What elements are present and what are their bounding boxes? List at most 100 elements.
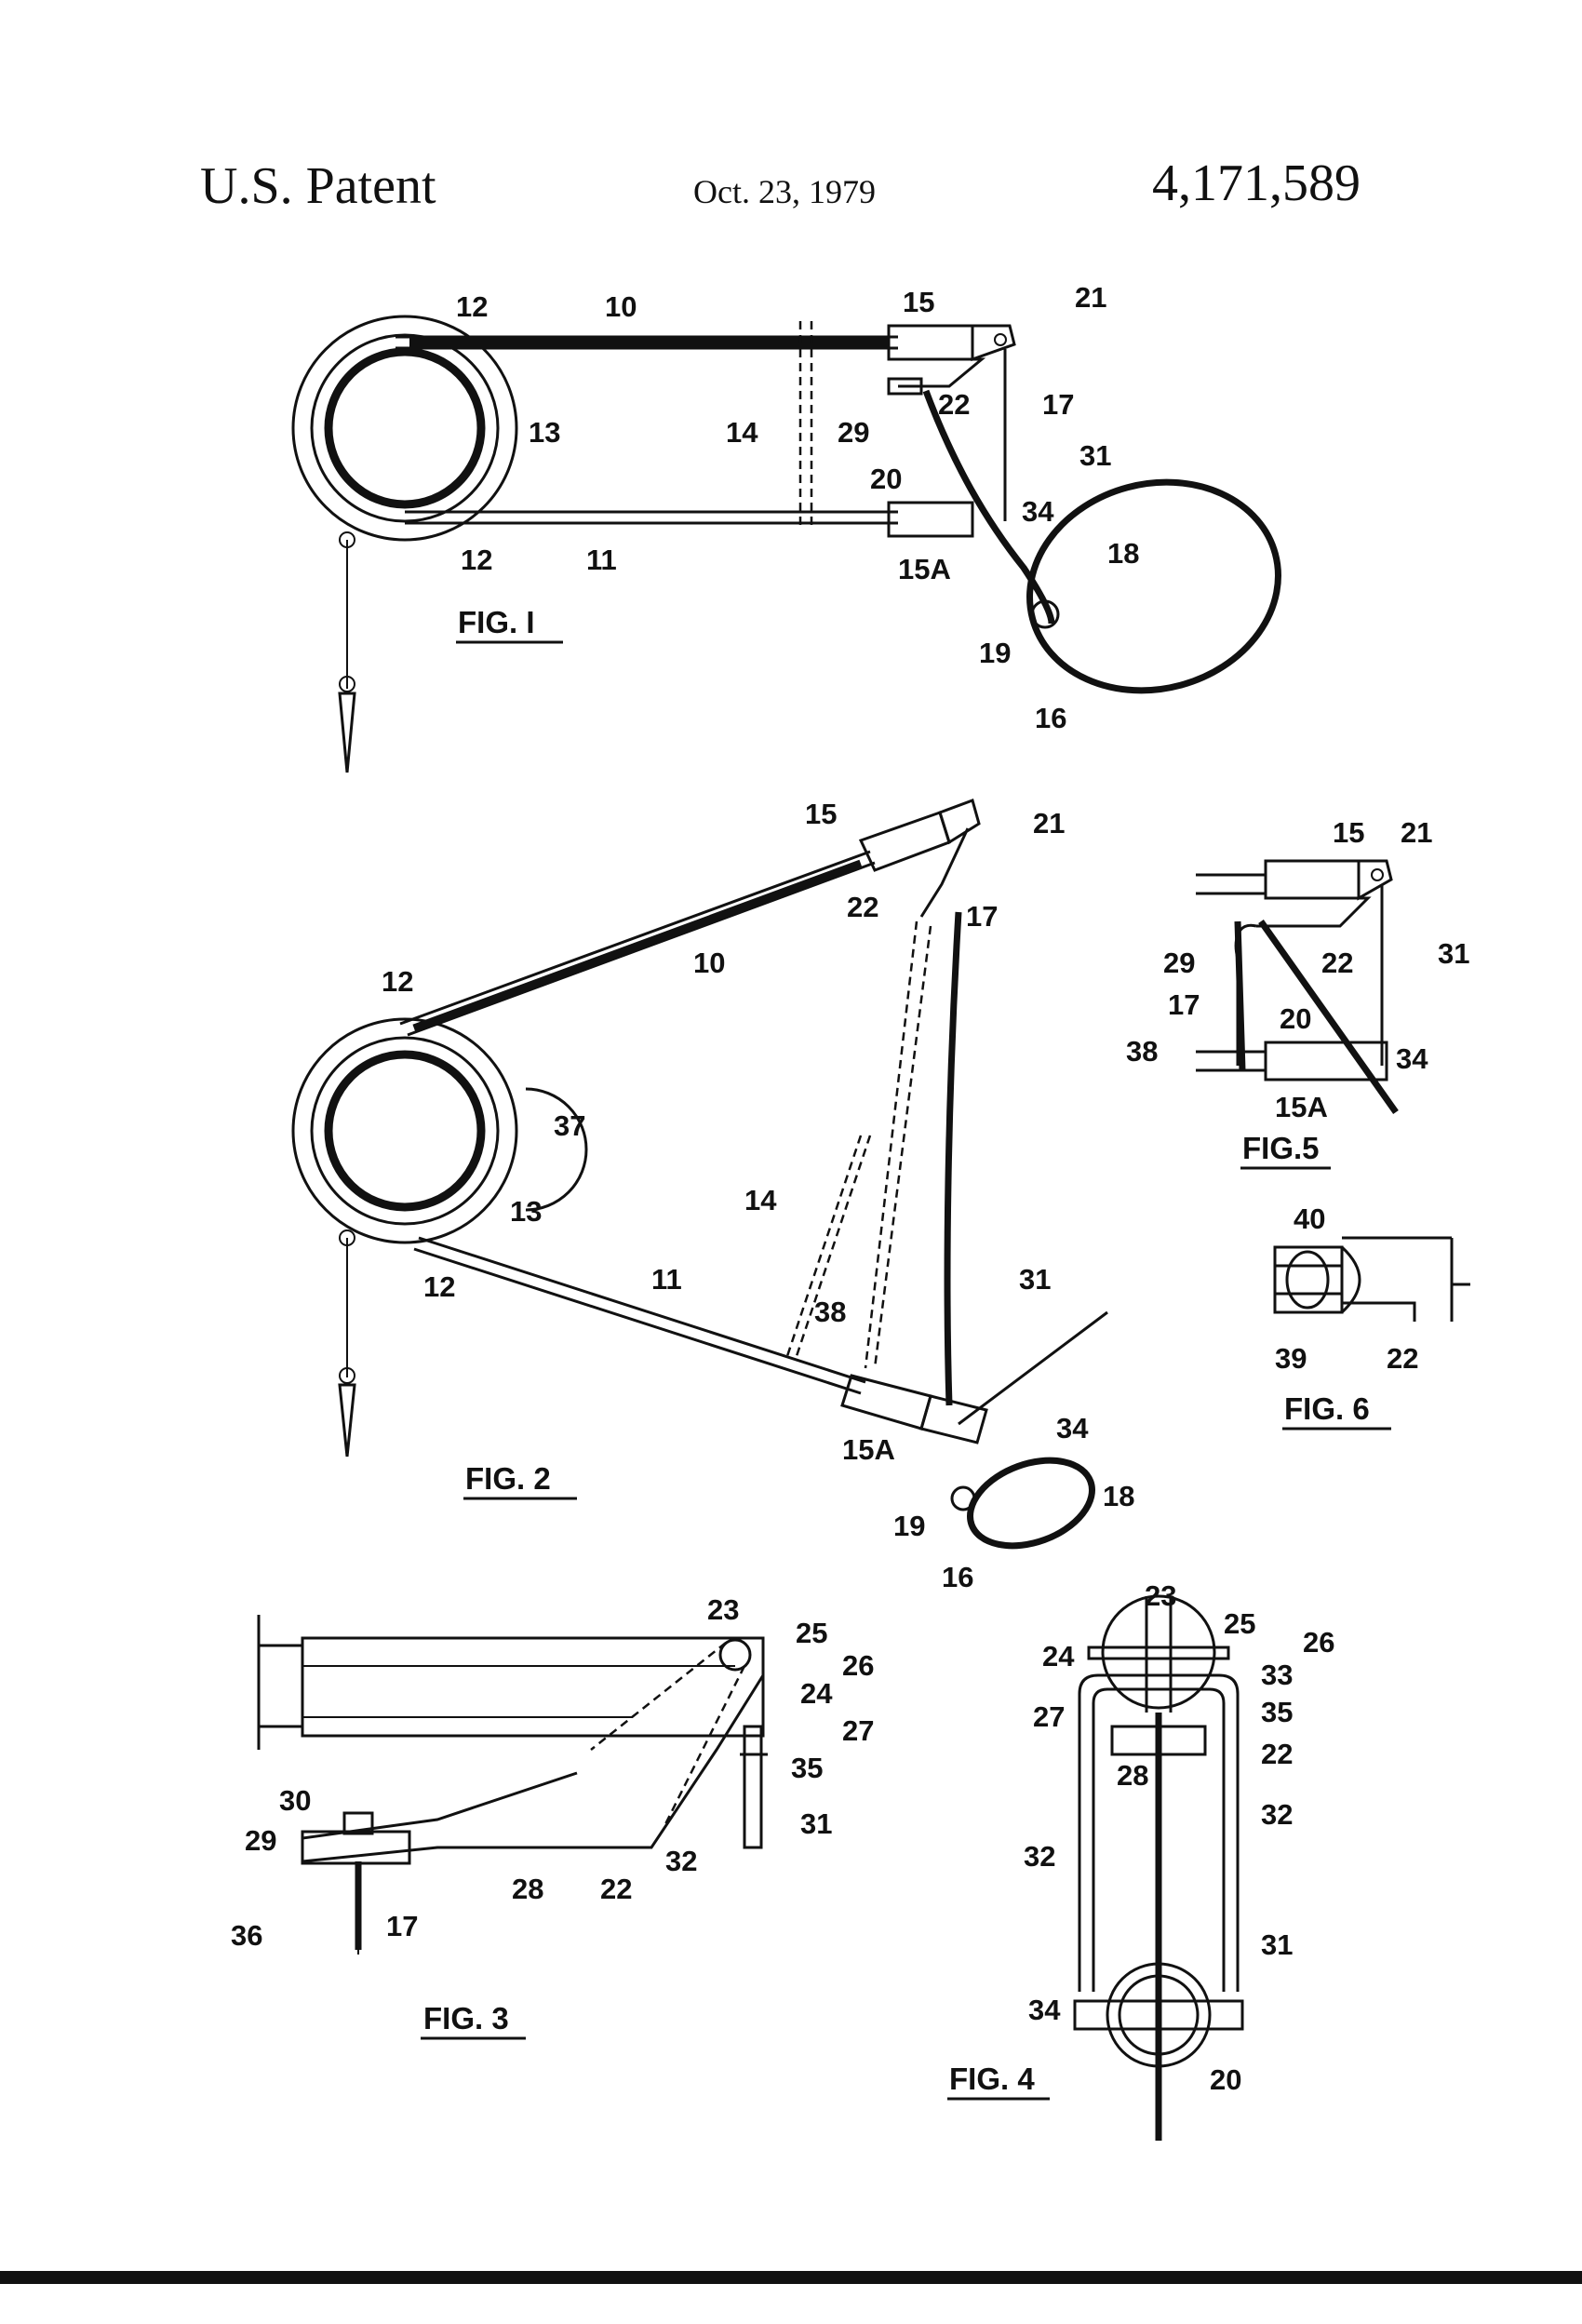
fig2-label-18: 18 xyxy=(1103,1480,1134,1512)
fig3-label-26: 26 xyxy=(842,1649,874,1682)
fig1-label-17: 17 xyxy=(1042,388,1074,421)
fig5-drawing xyxy=(1196,859,1399,1115)
fig4-label-32-right: 32 xyxy=(1261,1798,1293,1831)
fig1-label-12-lower: 12 xyxy=(461,544,492,576)
fig1-label-20: 20 xyxy=(870,463,902,495)
fig5-label-38: 38 xyxy=(1126,1035,1158,1068)
fig1-label-14: 14 xyxy=(726,416,758,449)
figure-4: 23 25 26 24 33 27 35 22 28 32 32 31 34 2… xyxy=(947,1579,1334,2141)
bottom-rule xyxy=(0,2271,1582,2284)
figure-1: 12 10 15 21 13 14 29 22 17 31 20 34 18 1… xyxy=(291,281,1281,773)
fig5-label-34: 34 xyxy=(1396,1042,1428,1075)
fig5-label-29: 29 xyxy=(1163,947,1195,979)
fig5-label-15: 15 xyxy=(1333,816,1364,849)
fig1-label-10: 10 xyxy=(605,290,637,323)
fig5-label-15A: 15A xyxy=(1275,1091,1328,1123)
fig3-label-35: 35 xyxy=(791,1752,823,1784)
fig5-label-31: 31 xyxy=(1438,937,1469,970)
fig3-label-23: 23 xyxy=(707,1593,739,1626)
fig3-label-32: 32 xyxy=(665,1845,697,1877)
fig2-label-16: 16 xyxy=(942,1561,973,1593)
fig1-label-22: 22 xyxy=(938,388,970,421)
fig3-label-24: 24 xyxy=(800,1677,833,1710)
fig1-label-15: 15 xyxy=(903,286,934,318)
fig3-label-25: 25 xyxy=(796,1617,827,1649)
fig2-caption: FIG. 2 xyxy=(465,1461,551,1496)
fig2-label-15: 15 xyxy=(805,798,837,830)
fig2-label-21: 21 xyxy=(1033,807,1065,840)
patent-title: U.S. Patent xyxy=(200,157,436,215)
fig1-label-18: 18 xyxy=(1107,537,1139,570)
fig3-label-31: 31 xyxy=(800,1807,832,1840)
fig1-label-12: 12 xyxy=(456,290,488,323)
fig5-label-22: 22 xyxy=(1321,947,1353,979)
fig1-label-16: 16 xyxy=(1035,702,1066,734)
fig3-label-27: 27 xyxy=(842,1714,874,1747)
fig2-label-13: 13 xyxy=(510,1195,542,1228)
fig2-label-34: 34 xyxy=(1056,1412,1089,1444)
fig1-caption: FIG. I xyxy=(458,605,535,639)
fig1-label-19: 19 xyxy=(979,637,1011,669)
fig2-label-17: 17 xyxy=(966,900,998,933)
fig5-label-21: 21 xyxy=(1401,816,1432,849)
fig2-label-38: 38 xyxy=(814,1296,846,1328)
fig1-label-34: 34 xyxy=(1022,495,1054,528)
fig4-label-23: 23 xyxy=(1145,1579,1176,1612)
figure-2: 15 21 22 17 10 12 37 13 14 12 11 31 38 3… xyxy=(291,798,1134,1593)
fig1-label-29: 29 xyxy=(838,416,869,449)
fig3-label-22: 22 xyxy=(600,1873,632,1905)
fig4-label-27: 27 xyxy=(1033,1700,1065,1733)
fig2-label-22: 22 xyxy=(847,891,878,923)
fig6-label-39: 39 xyxy=(1275,1342,1307,1375)
fig2-label-10: 10 xyxy=(693,947,725,979)
fig2-label-15A: 15A xyxy=(842,1433,895,1466)
fig2-drawing xyxy=(291,799,1108,1550)
patent-number: 4,171,589 xyxy=(1152,154,1361,212)
fig4-label-34: 34 xyxy=(1028,1994,1061,2026)
fig3-drawing xyxy=(257,1615,768,1955)
figure-3: 23 25 26 24 27 35 30 31 29 32 28 22 36 1… xyxy=(231,1593,874,2040)
fig6-label-40: 40 xyxy=(1294,1202,1325,1235)
fig3-label-30: 30 xyxy=(279,1784,311,1817)
fig1-label-11: 11 xyxy=(586,544,617,576)
fig5-caption: FIG.5 xyxy=(1242,1131,1320,1165)
fig2-label-37: 37 xyxy=(554,1109,585,1142)
fig4-caption: FIG. 4 xyxy=(949,2062,1035,2096)
fig3-label-36: 36 xyxy=(231,1919,262,1952)
fig6-label-22: 22 xyxy=(1387,1342,1418,1375)
fig3-label-29: 29 xyxy=(245,1824,276,1857)
fig1-label-15A: 15A xyxy=(898,553,951,585)
fig4-label-33: 33 xyxy=(1261,1659,1293,1691)
fig4-label-32-left: 32 xyxy=(1024,1840,1055,1873)
fig4-label-26: 26 xyxy=(1303,1626,1334,1659)
figure-6: 40 39 22 FIG. 6 xyxy=(1273,1202,1470,1431)
fig4-label-20: 20 xyxy=(1210,2063,1241,2096)
fig2-label-11: 11 xyxy=(651,1263,682,1296)
fig2-label-12-lower: 12 xyxy=(423,1270,455,1303)
fig6-caption: FIG. 6 xyxy=(1284,1391,1370,1426)
fig3-label-17: 17 xyxy=(386,1910,418,1942)
fig4-label-28: 28 xyxy=(1117,1759,1148,1792)
fig4-label-22: 22 xyxy=(1261,1738,1293,1770)
fig6-drawing xyxy=(1273,1236,1470,1322)
fig4-label-24: 24 xyxy=(1042,1640,1075,1672)
fig5-label-20: 20 xyxy=(1280,1002,1311,1035)
fig2-label-12: 12 xyxy=(382,965,413,998)
fig1-label-21: 21 xyxy=(1075,281,1106,314)
figure-5: 15 21 22 29 31 17 20 38 34 15A FIG.5 xyxy=(1126,816,1469,1170)
fig1-label-13: 13 xyxy=(529,416,560,449)
fig2-label-14: 14 xyxy=(744,1184,777,1216)
fig5-label-17: 17 xyxy=(1168,988,1200,1021)
fig2-label-31: 31 xyxy=(1019,1263,1051,1296)
fig4-label-25: 25 xyxy=(1224,1607,1255,1640)
fig3-label-28: 28 xyxy=(512,1873,543,1905)
patent-date: Oct. 23, 1979 xyxy=(693,173,876,210)
fig4-label-35: 35 xyxy=(1261,1696,1293,1728)
fig3-caption: FIG. 3 xyxy=(423,2001,509,2035)
fig1-label-31: 31 xyxy=(1079,439,1111,472)
fig4-label-31: 31 xyxy=(1261,1928,1293,1961)
fig1-drawing xyxy=(291,315,1281,773)
fig2-label-19: 19 xyxy=(893,1510,925,1542)
fig4-drawing xyxy=(1073,1594,1244,2141)
